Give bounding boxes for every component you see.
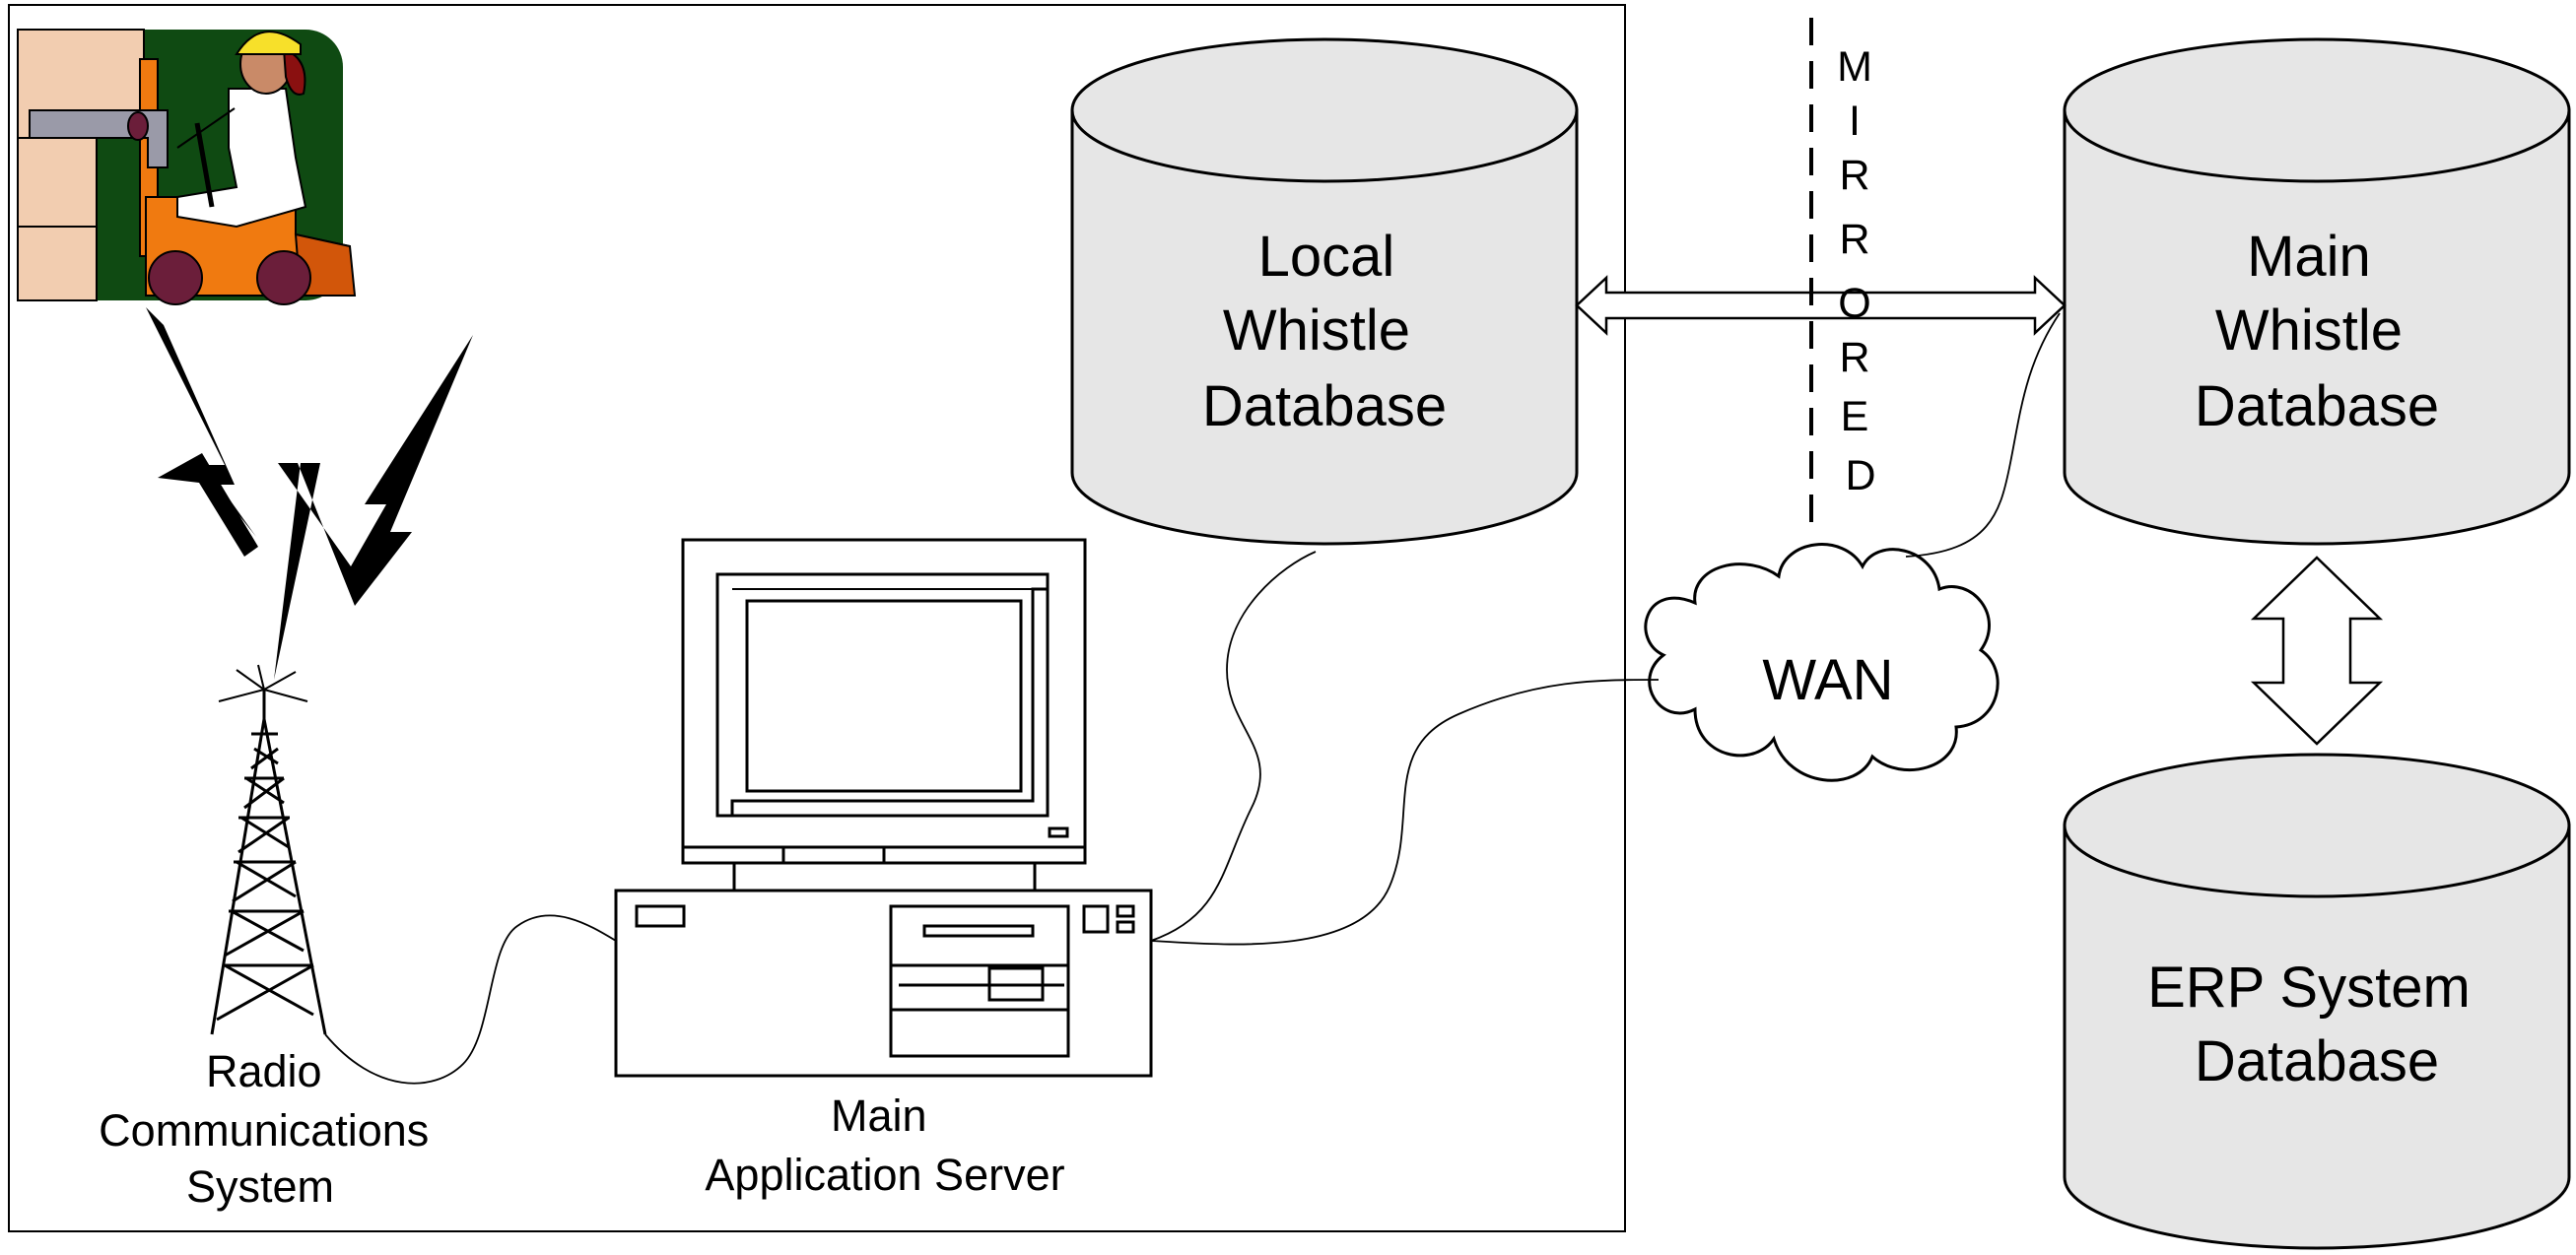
network-cables [324, 312, 2061, 1085]
main-db-label-line2: Whistle [2215, 298, 2403, 363]
mirror-double-arrow [1575, 275, 2067, 336]
mirrored-letter: D [1845, 452, 1875, 499]
main-db-label-line3: Database [2195, 374, 2439, 438]
mirrored-letter: I [1849, 98, 1861, 145]
main-whistle-database [2063, 37, 2571, 546]
erp-db-label-line1: ERP System [2147, 956, 2471, 1020]
erp-system-database [2063, 753, 2571, 1250]
erp-db-label-line2: Database [2195, 1029, 2439, 1093]
mirrored-letter: E [1841, 393, 1869, 440]
local-db-label: Local Whistle Database [1202, 225, 1447, 438]
forklift-operator-icon [17, 29, 357, 305]
mirrored-label: M I R R O R E D [1837, 43, 1884, 499]
radio-label-line1: Radio [206, 1046, 322, 1096]
cable-tower-to-server [324, 914, 617, 1085]
mirrored-letter: R [1839, 216, 1869, 263]
erp-db-label: ERP System Database [2147, 956, 2486, 1093]
radio-label-line3: System [186, 1161, 334, 1212]
main-db-label-line1: Main [2247, 225, 2371, 289]
radio-tower-icon [210, 664, 327, 1035]
server-label: Main Application Server [705, 1090, 1064, 1200]
lightning-bolt-icon [146, 307, 256, 537]
radio-label: Radio Communications System [99, 1046, 441, 1212]
local-db-label-line1: Local [1258, 225, 1395, 289]
local-whistle-database [1070, 37, 1579, 546]
local-db-label-line2: Whistle [1223, 298, 1410, 363]
local-site-boundary [8, 4, 1626, 1232]
cloud-icon [1644, 543, 2000, 782]
server-label-line1: Main [831, 1090, 927, 1141]
local-db-label-line3: Database [1202, 374, 1447, 438]
erp-sync-double-arrow [2250, 556, 2384, 746]
cable-local-db-to-server [1150, 551, 1317, 942]
main-db-label: Main Whistle Database [2195, 225, 2439, 438]
cable-server-to-wan [1150, 679, 1660, 946]
server-label-line2: Application Server [705, 1150, 1064, 1200]
desktop-computer-icon [614, 538, 1153, 1078]
mirrored-letter: M [1837, 43, 1872, 91]
mirrored-letter: O [1838, 280, 1870, 327]
lightning-bolt-icon [158, 453, 258, 557]
wan-label: WAN [1762, 648, 1893, 712]
cable-wan-to-main-db [1905, 312, 2061, 558]
mirrored-letter: R [1839, 334, 1869, 381]
mirrored-letter: R [1839, 152, 1869, 199]
radio-label-line2: Communications [99, 1105, 429, 1156]
lightning-bolt-icon [274, 335, 473, 680]
